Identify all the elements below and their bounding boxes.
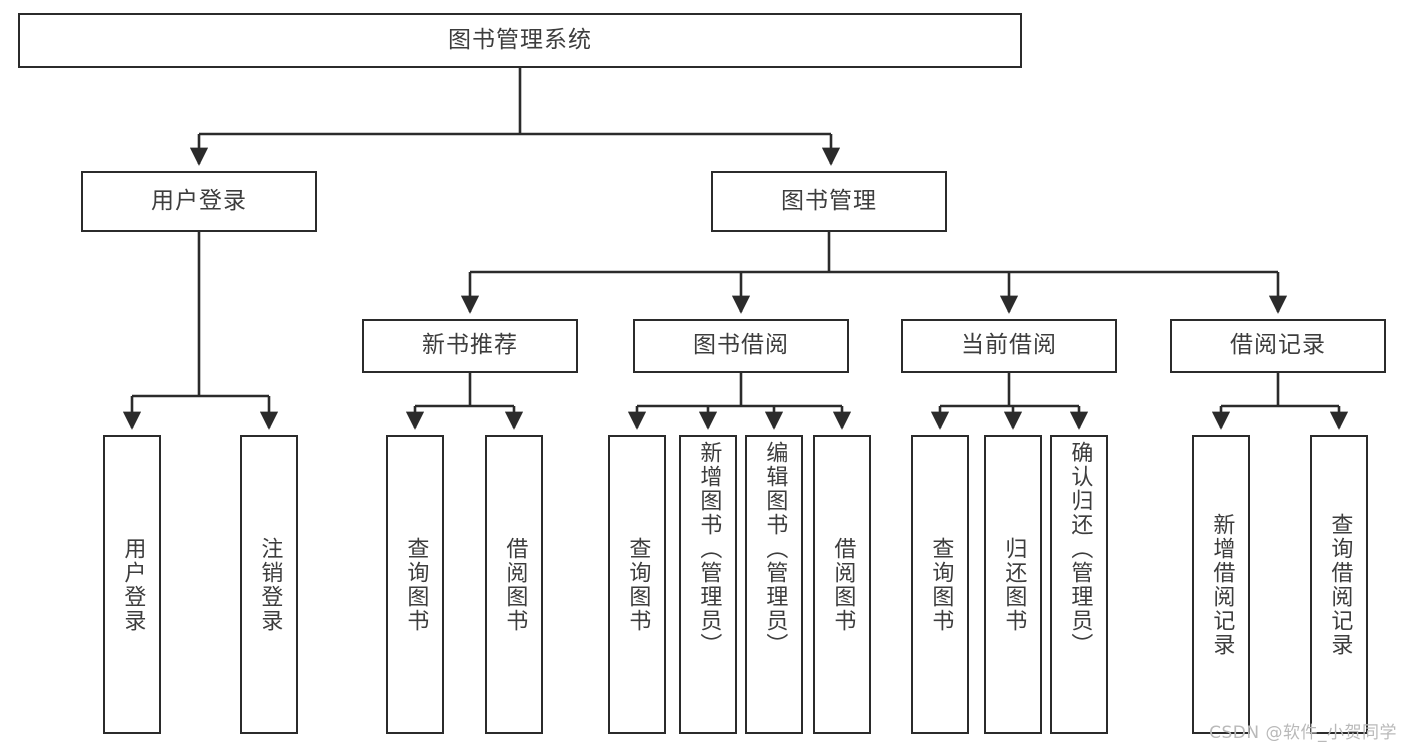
node-label: 图书借阅 <box>693 332 789 359</box>
node-root[interactable]: 图书管理系统 <box>18 13 1022 68</box>
node-level2-2[interactable]: 图书管理 <box>711 171 947 232</box>
node-level3-3[interactable]: 当前借阅 <box>901 319 1117 373</box>
node-label: 图书管理 <box>781 187 877 214</box>
node-label: 新增借阅记录 <box>1209 512 1235 657</box>
node-leaf-8[interactable]: 借阅图书 <box>813 435 871 734</box>
node-level3-1[interactable]: 新书推荐 <box>362 319 578 373</box>
node-leaf-1[interactable]: 用户登录 <box>103 435 161 734</box>
node-label: 查询图书 <box>625 536 651 633</box>
node-leaf-4[interactable]: 借阅图书 <box>485 435 543 734</box>
node-label: 查询图书 <box>403 536 429 633</box>
node-leaf-5[interactable]: 查询图书 <box>608 435 666 734</box>
node-label: 图书管理系统 <box>448 26 592 53</box>
node-leaf-10[interactable]: 归还图书 <box>984 435 1042 734</box>
watermark: CSDN @软件_小贺同学 <box>1209 723 1397 743</box>
node-label: 编辑图书（管理员） <box>762 441 788 657</box>
node-label: 用户登录 <box>120 536 146 633</box>
node-level3-2[interactable]: 图书借阅 <box>633 319 849 373</box>
node-label: 查询借阅记录 <box>1327 512 1353 657</box>
node-leaf-9[interactable]: 查询图书 <box>911 435 969 734</box>
node-level3-4[interactable]: 借阅记录 <box>1170 319 1386 373</box>
node-level2-1[interactable]: 用户登录 <box>81 171 317 232</box>
node-label: 借阅图书 <box>830 536 856 633</box>
node-leaf-3[interactable]: 查询图书 <box>386 435 444 734</box>
node-label: 确认归还（管理员） <box>1067 441 1093 657</box>
node-label: 查询图书 <box>928 536 954 633</box>
node-label: 当前借阅 <box>961 332 1057 359</box>
node-label: 新增图书（管理员） <box>696 441 722 657</box>
node-leaf-13[interactable]: 查询借阅记录 <box>1310 435 1368 734</box>
node-label: 借阅图书 <box>502 536 528 633</box>
node-label: 归还图书 <box>1001 536 1027 633</box>
node-leaf-12[interactable]: 新增借阅记录 <box>1192 435 1250 734</box>
node-leaf-11[interactable]: 确认归还（管理员） <box>1050 435 1108 734</box>
node-label: 注销登录 <box>257 536 283 633</box>
node-leaf-2[interactable]: 注销登录 <box>240 435 298 734</box>
node-leaf-7[interactable]: 编辑图书（管理员） <box>745 435 803 734</box>
node-label: 借阅记录 <box>1230 332 1326 359</box>
node-label: 新书推荐 <box>422 332 518 359</box>
node-leaf-6[interactable]: 新增图书（管理员） <box>679 435 737 734</box>
node-label: 用户登录 <box>151 187 247 214</box>
